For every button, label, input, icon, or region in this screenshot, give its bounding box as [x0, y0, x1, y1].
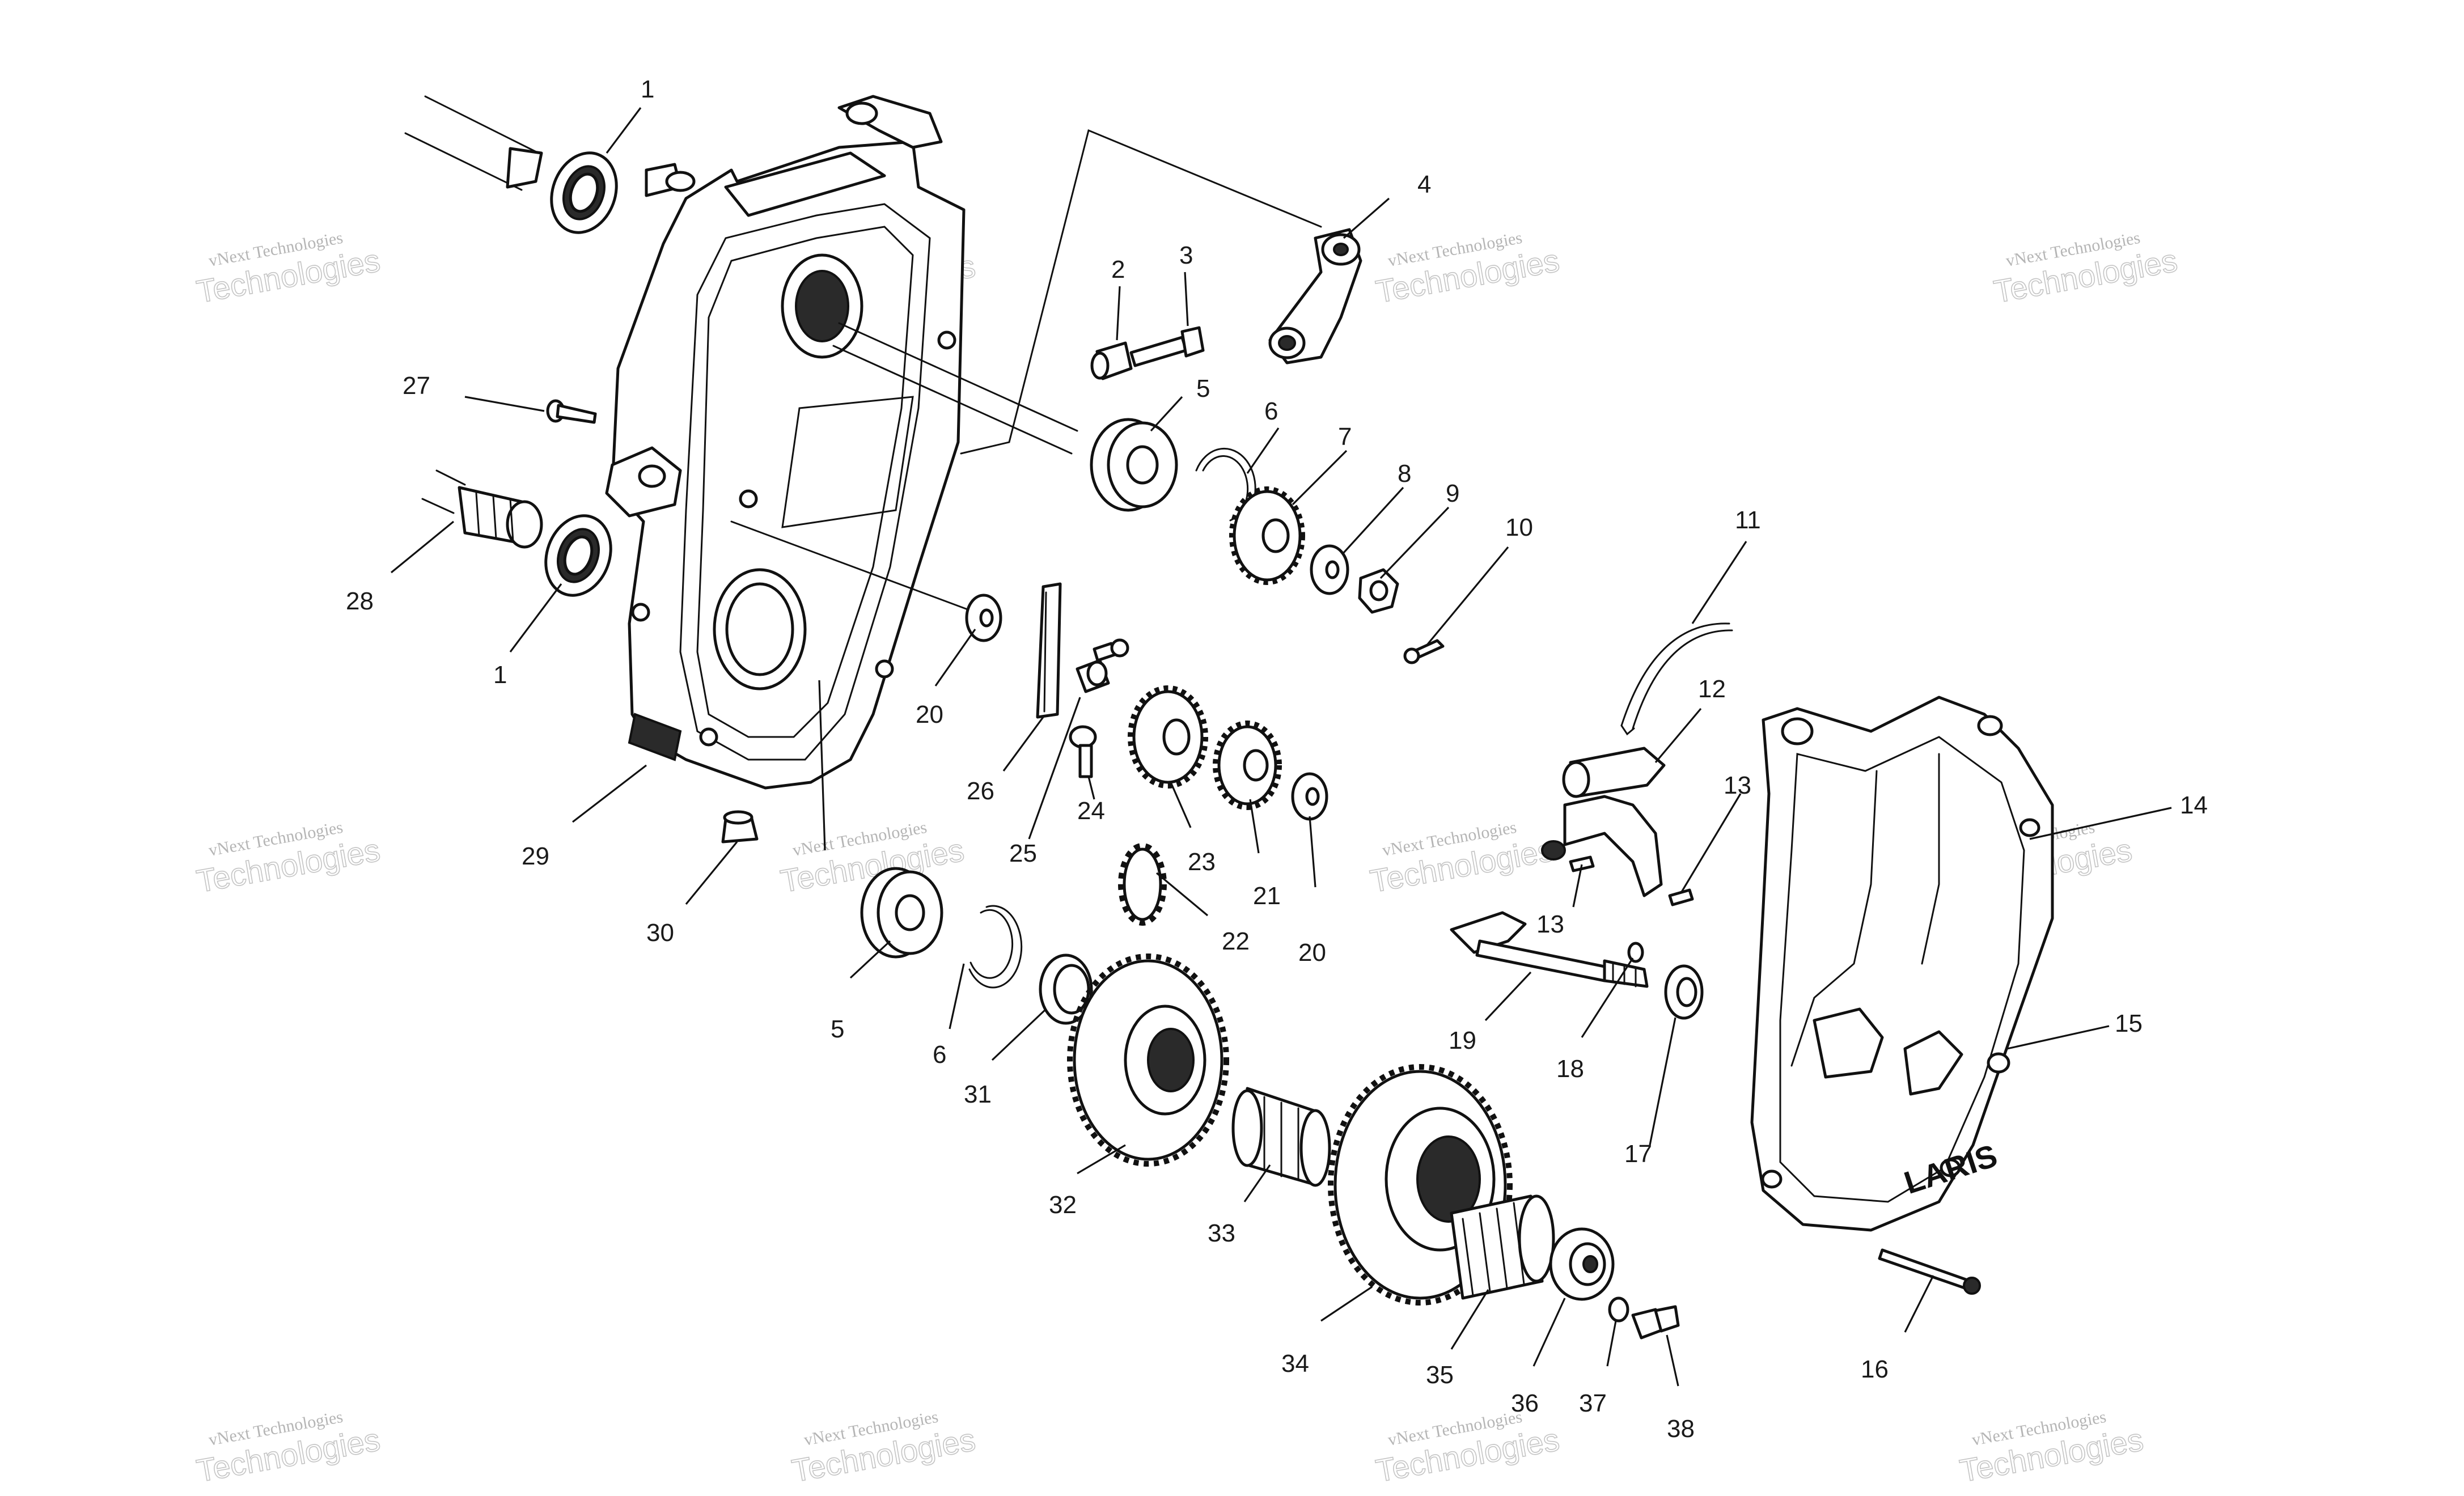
callout-label: 32: [1049, 1191, 1077, 1219]
bolt-24: [1069, 725, 1097, 778]
nut-9: [1358, 568, 1399, 614]
pin-13-right: [1668, 888, 1694, 906]
level-plug-15: [1987, 1052, 2010, 1074]
callout-label: 30: [646, 919, 674, 947]
chain-11: [1620, 622, 1733, 736]
needle-bearing-33: [1231, 1087, 1331, 1187]
leader-lines: [390, 107, 2172, 1387]
tensioner-blade-26: [1036, 582, 1062, 719]
snap-ring-6-lower: [968, 905, 1023, 989]
pin-13-left: [1569, 855, 1595, 872]
callout-label: 24: [1077, 797, 1105, 825]
callout-label: 36: [1511, 1389, 1539, 1417]
callout-labels: 1 1 2 3 4 5 5 6 6 7 8 9 10 11 12 13 13 1…: [346, 75, 2208, 1443]
callout-label: 17: [1624, 1140, 1652, 1168]
splined-shaft-28: [421, 469, 543, 549]
callout-label: 4: [1417, 171, 1431, 198]
cotter-pin-10: [1403, 639, 1445, 664]
callout-label: 5: [1196, 375, 1210, 402]
callout-label: 6: [1264, 397, 1278, 425]
callout-label: 1: [641, 75, 654, 103]
callout-label: 14: [2180, 791, 2208, 819]
outer-cover-14: LARIS: [1750, 696, 2054, 1232]
sprocket-7: [1229, 486, 1305, 585]
bearing-5-lower: [860, 867, 943, 959]
callout-label: 31: [964, 1080, 992, 1108]
callout-label: 29: [522, 842, 549, 870]
callout-label: 3: [1179, 241, 1193, 269]
callout-label: 34: [1281, 1350, 1309, 1378]
shift-fork-12: [1541, 747, 1666, 897]
callout-label: 20: [916, 701, 943, 728]
callout-label: 26: [967, 777, 994, 805]
callout-label: 5: [831, 1015, 844, 1043]
callout-label: 28: [346, 587, 374, 615]
callout-label: 35: [1426, 1361, 1454, 1389]
callout-label: 2: [1111, 256, 1125, 283]
pin-27: [546, 399, 597, 424]
bearing-5-upper: [1090, 418, 1178, 512]
callout-label: 19: [1449, 1027, 1476, 1054]
seal-1-lower: [544, 514, 612, 597]
callout-label: 23: [1188, 848, 1216, 876]
callout-label: 7: [1338, 423, 1352, 451]
callout-label: 16: [1861, 1355, 1889, 1383]
plug-30: [721, 810, 759, 844]
callout-label: 21: [1253, 882, 1281, 910]
seal-17: [1664, 964, 1704, 1020]
o-ring-18: [1627, 942, 1644, 963]
bolt-38: [1631, 1305, 1680, 1340]
callout-label: 38: [1667, 1415, 1695, 1443]
callout-label: 6: [933, 1041, 946, 1069]
small-bolt-upper: [1093, 638, 1129, 662]
callout-label: 37: [1579, 1389, 1607, 1417]
callout-label: 9: [1446, 480, 1459, 507]
input-shaft: [404, 95, 543, 191]
washer-8: [1310, 544, 1349, 595]
sprocket-23: [1128, 685, 1208, 789]
shift-lever-4: [1268, 228, 1362, 365]
spacer-2: [1090, 341, 1133, 380]
spring-35: [1450, 1194, 1555, 1300]
washer-37: [1608, 1296, 1629, 1323]
cover-bolt-16: [1878, 1248, 1981, 1295]
seal-1-upper: [550, 151, 618, 234]
callout-label: 11: [1735, 506, 1761, 534]
callout-label: 22: [1222, 927, 1250, 955]
gear-32: [1067, 953, 1229, 1167]
upper-shaft-axis: [730, 322, 1078, 613]
bracket-lines: [960, 129, 1322, 455]
callout-label: 10: [1505, 514, 1533, 541]
callout-label: 27: [403, 372, 430, 400]
callout-label: 18: [1556, 1055, 1584, 1083]
callout-label: 20: [1298, 939, 1326, 967]
sprocket-21: [1213, 721, 1282, 810]
callout-label: 25: [1009, 840, 1037, 867]
sprocket-22: [1118, 843, 1167, 926]
spacer-25: [1076, 659, 1110, 693]
shift-shaft-19: [1450, 911, 1649, 988]
washer-20-lower: [1291, 772, 1328, 821]
callout-label: 13: [1536, 910, 1564, 938]
bolt-3: [1129, 326, 1205, 367]
callout-label: 33: [1208, 1219, 1235, 1247]
callout-label: 15: [2115, 1010, 2143, 1037]
inner-chaincase: [605, 95, 966, 790]
callout-label: 1: [493, 661, 507, 689]
callout-label: 13: [1724, 772, 1751, 799]
callout-label: 12: [1698, 675, 1726, 703]
callout-label: 8: [1398, 460, 1411, 488]
cup-washer-36: [1549, 1227, 1615, 1301]
